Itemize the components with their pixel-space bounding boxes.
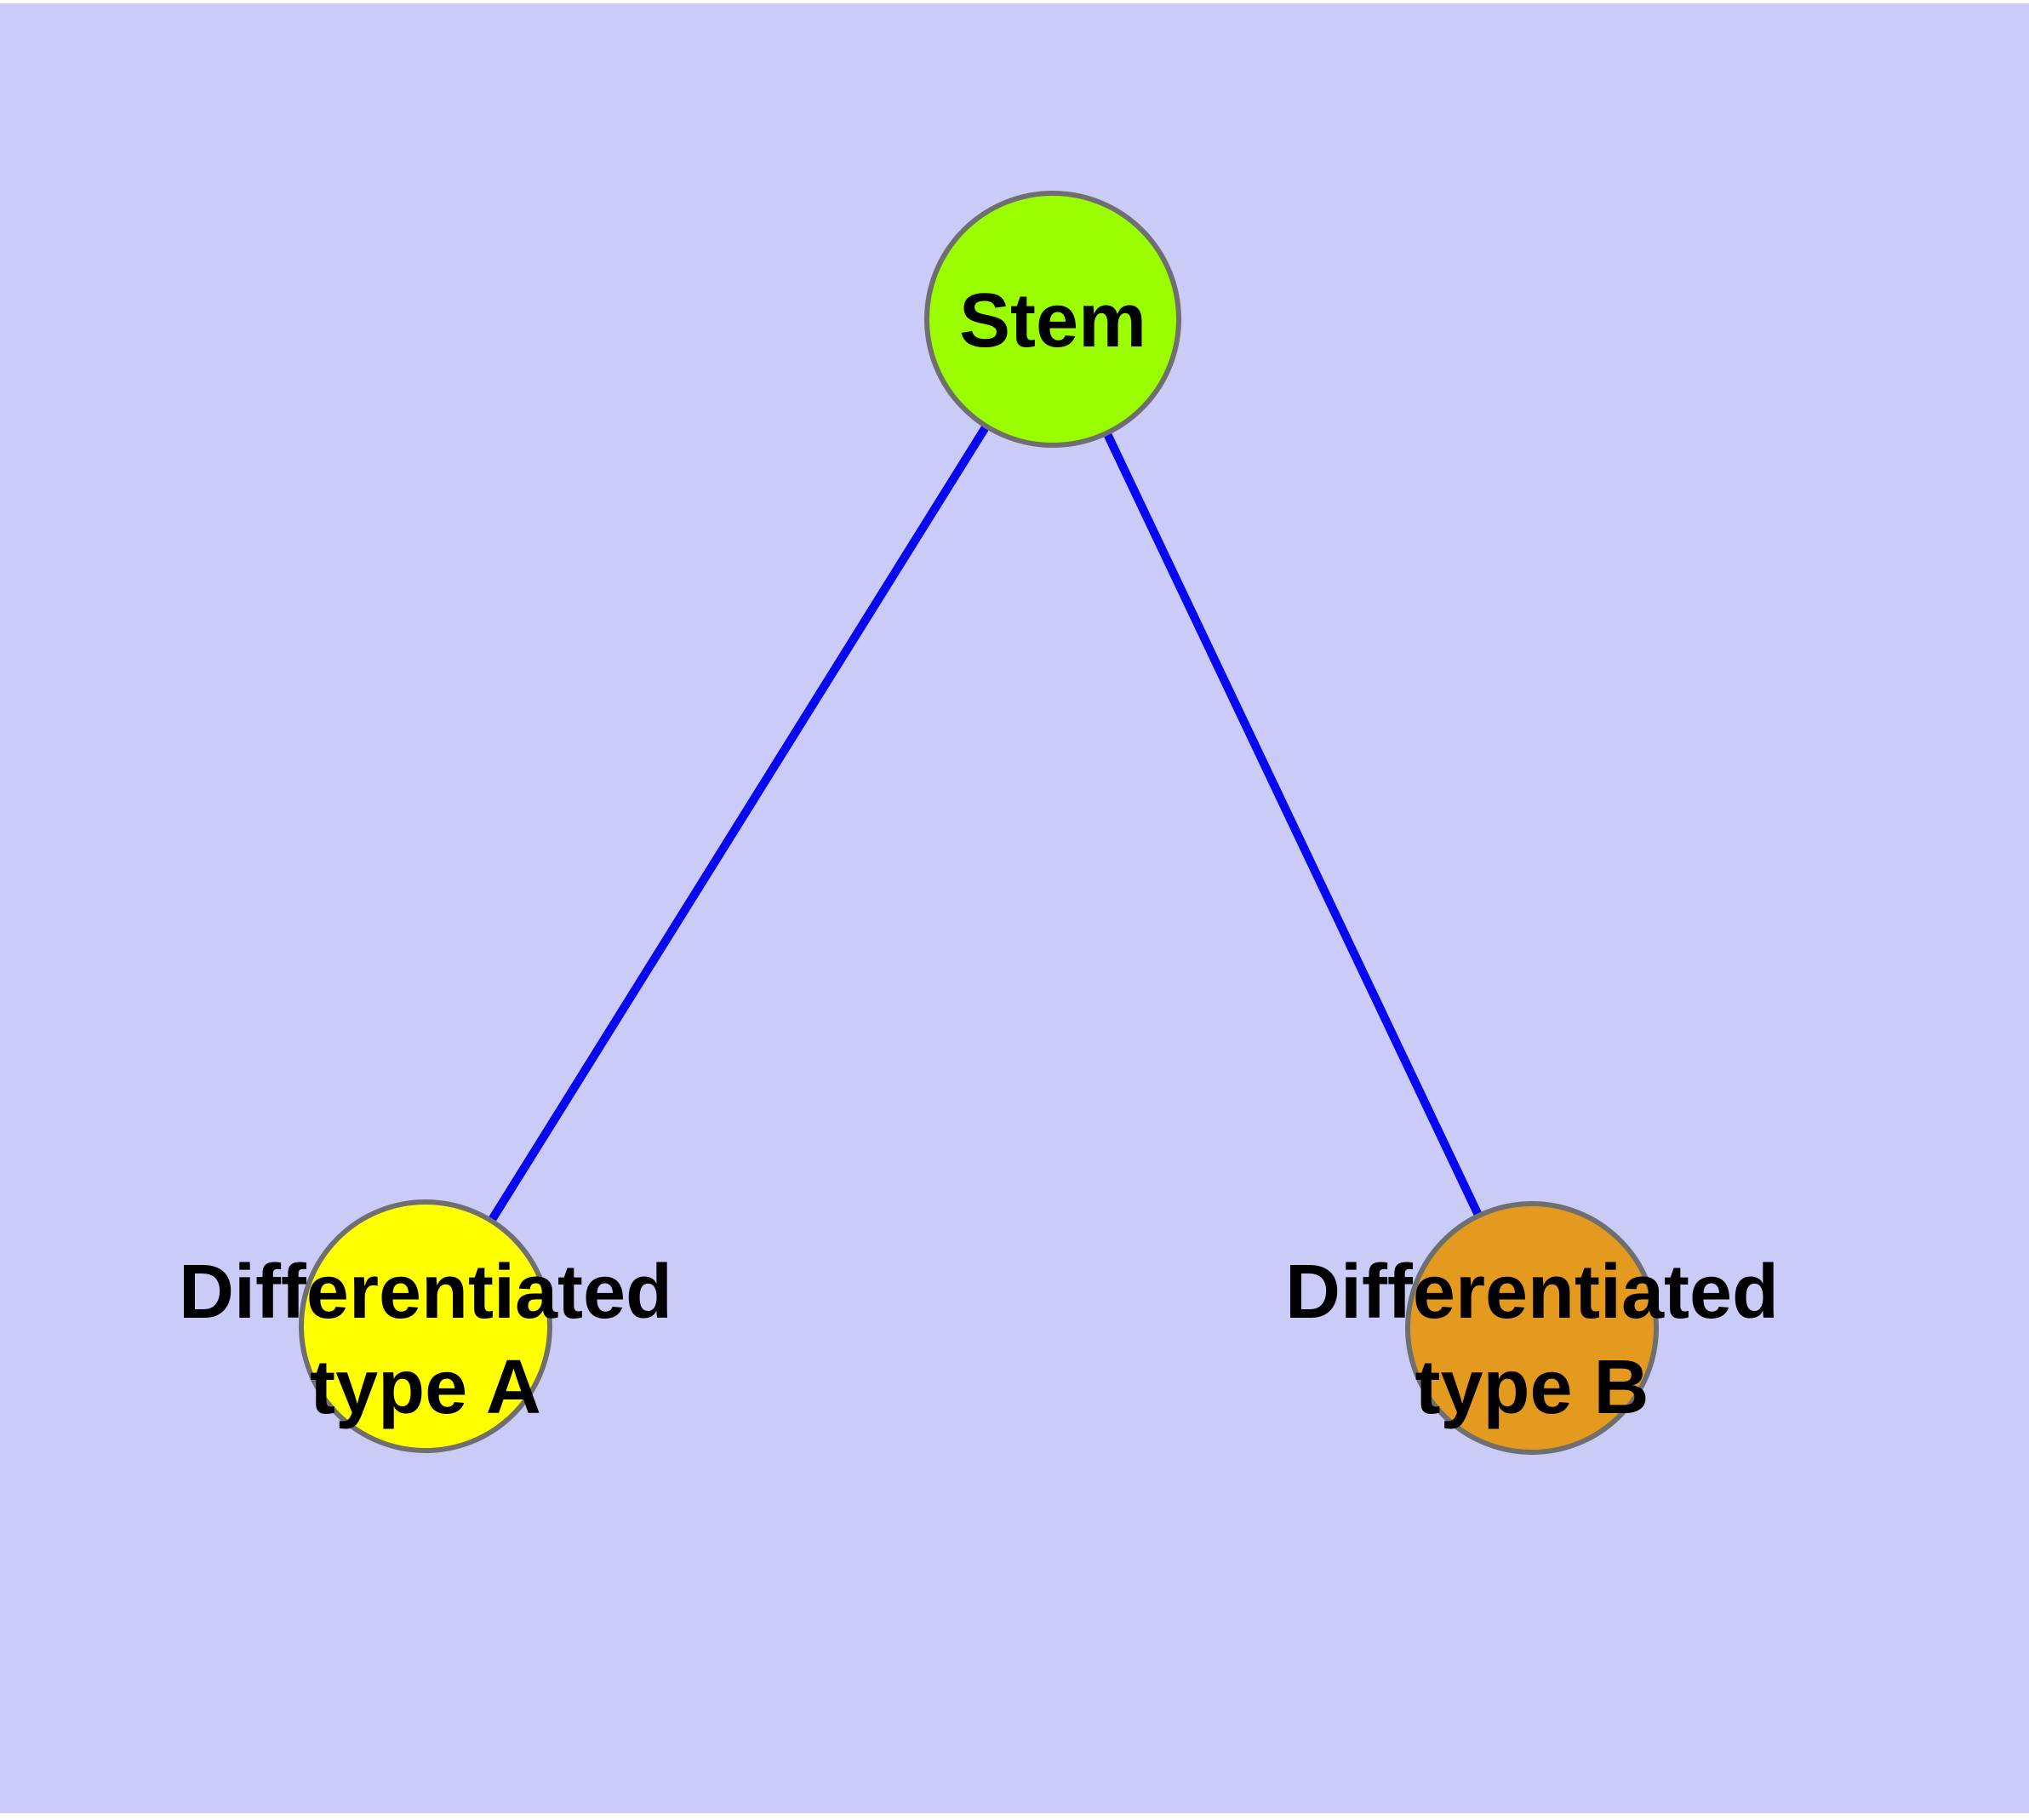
node-stem: Stem	[924, 191, 1181, 448]
edge-layer	[421, 317, 1536, 1331]
node-stem-label: Stem	[959, 278, 1146, 363]
edge-stem-to-type-a	[421, 317, 1057, 1329]
node-differentiated-type-b-label-line2: type B	[1415, 1345, 1649, 1430]
node-differentiated-type-b-label-line1: Differentiated	[1285, 1250, 1779, 1335]
node-differentiated-type-b: Differentiated type B	[1285, 1201, 1779, 1455]
node-stem-circle	[924, 191, 1181, 448]
node-differentiated-type-a-label-line1: Differentiated	[179, 1250, 672, 1335]
node-differentiated-type-a: Differentiated type A	[179, 1199, 672, 1453]
node-differentiated-type-b-circle	[1405, 1201, 1659, 1455]
edge-stem-to-type-b	[1049, 317, 1536, 1331]
node-differentiated-type-a-circle	[299, 1199, 552, 1453]
node-differentiated-type-a-label-line2: type A	[310, 1345, 541, 1430]
